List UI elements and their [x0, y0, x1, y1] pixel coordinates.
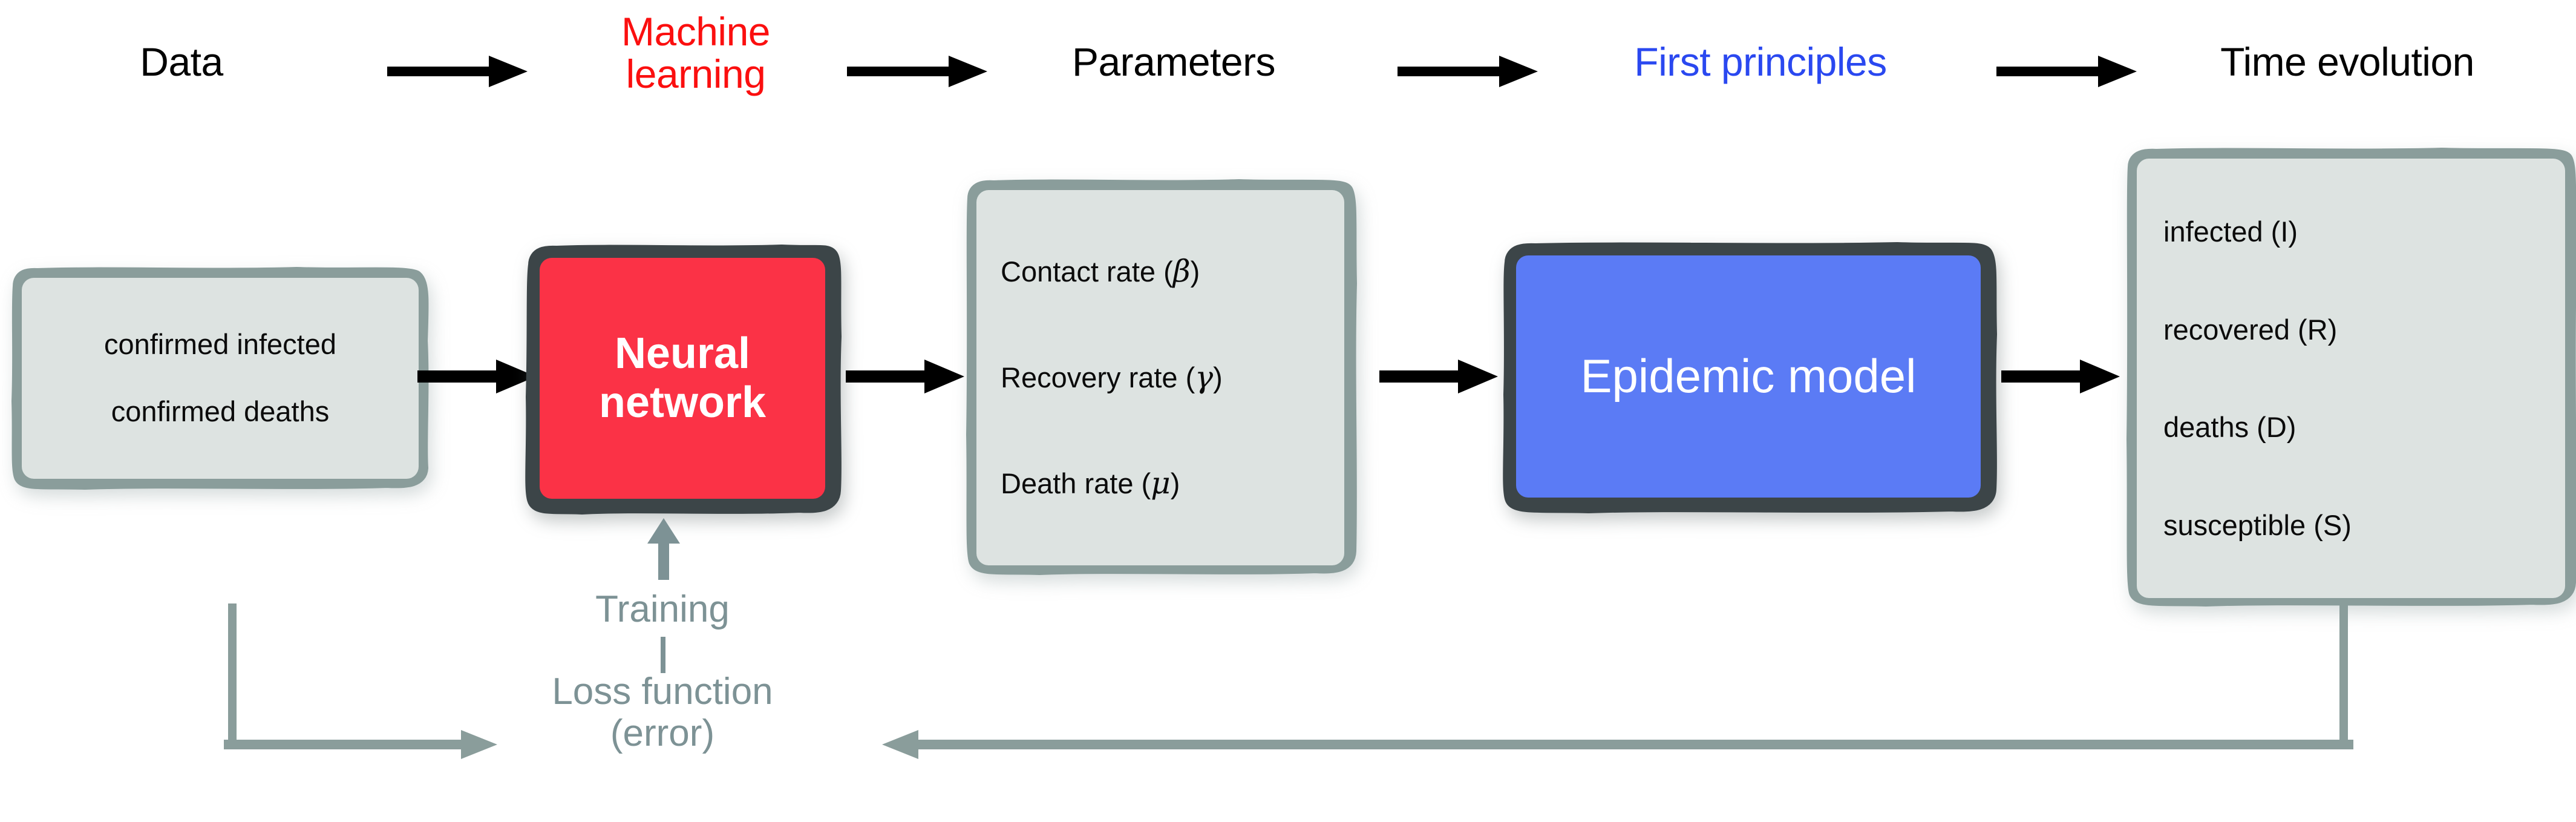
time-box-inner: infected (I) recovered (R) deaths (D) su…	[2137, 159, 2565, 598]
neural-network-box[interactable]: Neural network	[525, 245, 842, 515]
parameter-line: Recovery rate (γ)	[1001, 362, 1223, 392]
feedback-path-left	[224, 603, 497, 759]
header-step-first-principles: First principles	[1634, 39, 1887, 84]
parameter-tail: )	[1190, 255, 1200, 288]
flow-arrow-epidemic-to-time-icon	[2001, 360, 2120, 393]
epidemic-model-label: Epidemic model	[1580, 349, 1917, 403]
header-arrow-2-icon	[847, 56, 987, 87]
data-line: confirmed deaths	[111, 395, 330, 427]
flow-arrow-parameters-to-epidemic-icon	[1379, 360, 1498, 393]
header-arrow-3-icon	[1398, 56, 1538, 87]
data-line: confirmed infected	[103, 328, 337, 360]
training-label: Training	[595, 588, 730, 630]
epidemic-model-box[interactable]: Epidemic model	[1503, 242, 1997, 513]
epidemic-box-inner: Epidemic model	[1516, 255, 1981, 498]
parameters-box-inner: Contact rate (β) Recovery rate (γ) Death…	[976, 190, 1344, 565]
flow-arrow-neural-to-parameters-icon	[846, 360, 964, 393]
header-step-parameters: Parameters	[1071, 39, 1276, 84]
parameter-line: Contact rate (β)	[1001, 256, 1200, 286]
header-step-machine-learning: Machine learning	[621, 9, 770, 96]
beta-symbol: β	[1172, 253, 1191, 289]
time-evolution-box[interactable]: infected (I) recovered (R) deaths (D) su…	[2127, 148, 2576, 608]
parameter-line: Death rate (μ)	[1001, 468, 1180, 498]
parameter-text: Contact rate (	[1001, 255, 1173, 288]
data-box-inner: confirmed infected confirmed deaths	[22, 278, 419, 479]
header-arrow-1-icon	[387, 56, 528, 87]
parameter-text: Recovery rate (	[1001, 361, 1195, 393]
parameter-text: Death rate (	[1001, 467, 1151, 500]
parameters-box[interactable]: Contact rate (β) Recovery rate (γ) Death…	[966, 179, 1357, 575]
flow-arrow-data-to-neural-icon	[417, 360, 536, 393]
parameter-tail: )	[1170, 467, 1180, 500]
mu-symbol: μ	[1151, 465, 1171, 501]
time-evolution-line: susceptible (S)	[2163, 508, 2352, 541]
header-arrow-4-icon	[1996, 56, 2137, 87]
gamma-symbol: γ	[1195, 359, 1214, 395]
data-box[interactable]: confirmed infected confirmed deaths	[11, 267, 429, 490]
neural-box-inner: Neural network	[540, 258, 825, 499]
header-step-data: Data	[140, 39, 223, 84]
header-step-time-evolution: Time evolution	[2220, 39, 2474, 84]
time-evolution-line: infected (I)	[2163, 215, 2298, 248]
training-arrow-icon	[647, 518, 680, 580]
time-evolution-line: deaths (D)	[2163, 411, 2296, 444]
feedback-path-right	[882, 603, 2353, 759]
neural-network-label: Neural network	[598, 329, 767, 427]
loss-function-label: Loss function (error)	[552, 671, 773, 755]
time-evolution-line: recovered (R)	[2163, 313, 2338, 346]
parameter-tail: )	[1213, 361, 1223, 393]
training-loss-connector	[661, 637, 665, 673]
